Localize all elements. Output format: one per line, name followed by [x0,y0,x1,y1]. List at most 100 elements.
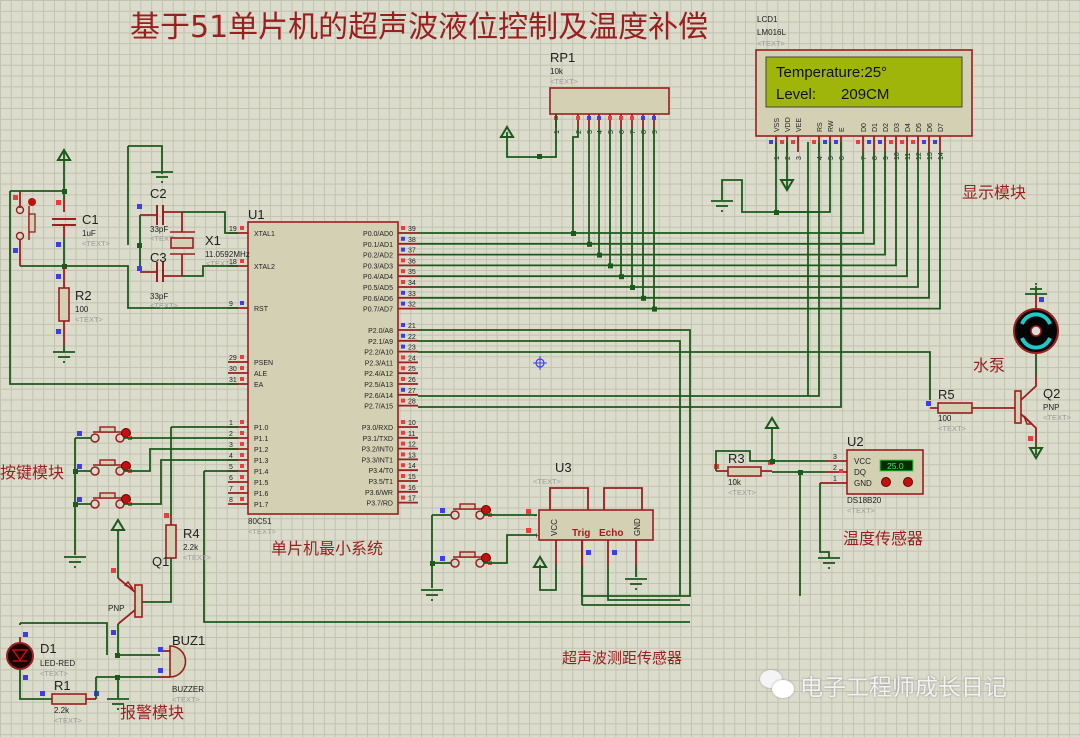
lcd-pin-name: RS [817,122,824,132]
u1-pin-num: 6 [229,475,233,482]
d1-led[interactable]: D1 LED-RED <TEXT> [6,632,75,680]
u1-pin-num: 22 [408,334,416,341]
label-key-module: 按键模块 [0,463,64,482]
reset-button[interactable] [13,191,36,266]
u3-placeholder: <TEXT> [533,477,562,486]
lcd-pin-num: 11 [905,153,912,160]
x1-crystal[interactable]: X1 11.0592MHz <TEXT> [170,212,250,276]
r1-value: 2.2k [54,706,70,715]
u1-pin-num: 10 [408,420,416,427]
rp1-pin-num: 6 [619,130,626,134]
rp1-pin-num: 2 [576,130,583,134]
u1-pin-num: 11 [408,431,415,438]
r3-resistor[interactable]: R3 10k <TEXT> [714,451,773,497]
u3-pin-echo: Echo [599,528,623,539]
u2-ref: U2 [847,434,864,449]
lcd-display[interactable]: LCD1 LM016L <TEXT> Temperature:25° Level… [755,15,973,160]
r5-resistor[interactable]: R5 100 <TEXT> [926,387,1015,433]
lcd-pin-name: E [839,127,846,132]
r2-resistor[interactable]: R2 100 <TEXT> [56,266,104,345]
c3-value: 33pF [150,292,168,301]
lcd-pin-name: D6 [927,123,934,132]
u1-pin-name: P1.3 [254,458,269,465]
u1-pin-num: 25 [408,366,416,373]
r4-resistor[interactable]: R4 2.2k <TEXT> [164,513,212,562]
r5-placeholder: <TEXT> [938,424,967,433]
c2-ref: C2 [150,186,167,201]
c1-capacitor[interactable]: C1 1uF <TEXT> [52,149,111,248]
q2-value: PNP [1043,403,1059,412]
lcd-pin-num: 13 [927,152,934,160]
r1-ref: R1 [54,678,71,693]
u3-pin-trig: Trig [572,528,590,539]
key-button-1 [90,426,133,443]
u3-ultrasonic[interactable]: U3 <TEXT> VCC Trig Echo GND - + [526,460,654,566]
u2-ds18b20[interactable]: U2 VCC DQ GND 25.0 DS18B20 <TEXT> 3 2 1 [820,434,924,515]
lcd-pin-num: 4 [817,156,824,160]
c2-capacitor[interactable]: C2 33pF <TEXT> [137,186,182,243]
r5-ref: R5 [938,387,955,402]
lcd-pin-name: VDD [785,117,792,132]
r1-resistor[interactable]: R1 2.2k <TEXT> [40,678,99,725]
q1-value: PNP [108,604,124,613]
pump-motor[interactable] [1013,296,1059,354]
lcd-pin-num: 8 [872,156,879,160]
u1-pin-name: P1.5 [254,480,269,487]
q1-transistor[interactable]: Q1 PNP [108,554,169,635]
u2-increase-button[interactable] [903,477,913,487]
buz1-value: BUZZER [172,685,204,694]
u1-pin-name: P1.0 [254,425,269,432]
u2-pin-dq: DQ [854,468,866,477]
label-temp-sensor: 温度传感器 [843,529,923,548]
u1-pin-num: 33 [408,291,416,298]
u1-pin-num: 35 [408,269,416,276]
lcd-pin-num: 14 [938,152,945,160]
u2-decrease-button[interactable] [881,477,891,487]
u1-pin-name: P0.4/AD4 [363,274,393,281]
u1-pin-name: P1.4 [254,469,269,476]
buz1-buzzer[interactable]: BUZ1 BUZZER <TEXT> [158,633,205,704]
r1-placeholder: <TEXT> [54,716,83,725]
key-buttons[interactable] [77,426,133,509]
u1-pin-name: P3.7/RD [367,501,393,508]
buz1-placeholder: <TEXT> [172,695,201,704]
q2-transistor[interactable]: Q2 PNP <TEXT> [1014,375,1072,444]
u1-pin-name: P3.1/TXD [363,436,393,443]
lcd-placeholder: <TEXT> [757,39,786,48]
q2-placeholder: <TEXT> [1043,413,1072,422]
u1-mcu[interactable]: U1 80C51 <TEXT> 19XTAL118XTAL29RST29PSEN… [228,207,418,536]
u1-pin-num: 21 [408,323,416,330]
c1-ref: C1 [82,212,99,227]
rp1-pin-num: 1 [554,130,561,134]
lcd-ref: LCD1 [757,15,778,24]
lcd-pin-num: 12 [916,152,923,160]
u1-pin-num: 27 [408,388,416,395]
u1-placeholder: <TEXT> [248,527,277,536]
c3-ref: C3 [150,250,167,265]
u1-pin-num: 13 [408,452,416,459]
rp1-pin-num: 3 [587,130,594,134]
u1-pin-name: P2.0/A8 [368,328,393,335]
u1-pin-name: EA [254,382,264,389]
lcd-pin-name: D2 [883,123,890,132]
u1-pin-num: 38 [408,237,416,244]
r3-value: 10k [728,478,742,487]
u2-pin-3-num: 3 [833,454,837,461]
u1-pin-name: P0.7/AD7 [363,307,393,314]
u3-buttons[interactable] [440,503,493,568]
u1-pin-num: 5 [229,464,233,471]
u1-pin-num: 15 [408,474,416,481]
u1-pin-num: 8 [229,497,233,504]
u1-pin-name: P0.5/AD5 [363,285,393,292]
u3-button-minus [450,503,493,520]
u1-pin-num: 3 [229,442,233,449]
r4-placeholder: <TEXT> [183,553,212,562]
u1-pin-name: P0.6/AD6 [363,296,393,303]
c2-value: 33pF [150,225,168,234]
watermark: 电子工程师成长日记 [760,668,1007,702]
c3-capacitor[interactable]: C3 33pF <TEXT> [137,250,182,310]
u2-reading: 25.0 [887,461,904,471]
q2-ref: Q2 [1043,386,1060,401]
